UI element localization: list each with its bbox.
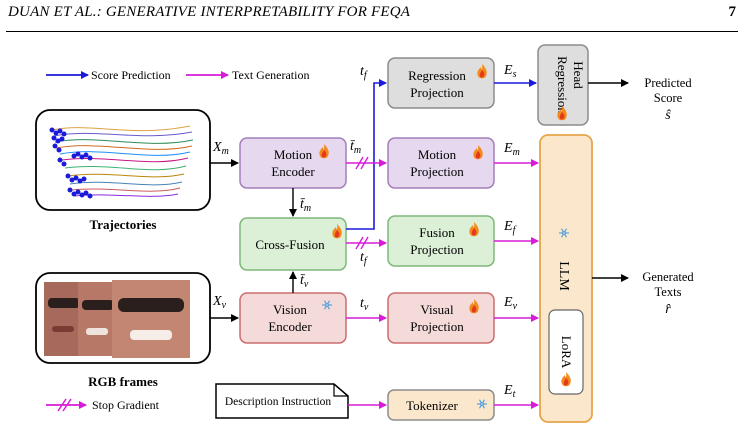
generated-texts-line2: Texts [655,285,682,299]
page-number: 7 [728,4,737,20]
rgb-frames-input: RGB frames [35,272,211,389]
llm-block: LLM LoRA [539,134,593,423]
ev-label: Ev [503,295,518,312]
legend: Score Prediction Text Generation Stop Gr… [46,68,309,412]
rgb-frames-label: RGB frames [88,374,158,389]
trajectories-input: Trajectories [35,109,211,232]
motion-projection-line2: Projection [410,164,464,179]
face-frame-3 [112,280,190,358]
visual-projection-line2: Projection [410,319,464,334]
fusion-projection-line2: Projection [410,242,464,257]
regression-head: Regression Head [537,44,589,126]
generated-texts-output: Generated Texts r̂ [642,270,694,317]
xv-label: Xv [212,294,227,311]
vision-encoder-line1: Vision [273,302,307,317]
visual-projection: Visual Projection [387,292,495,344]
regression-projection-line2: Projection [410,85,464,100]
fusion-projection-line1: Fusion [419,225,455,240]
vision-encoder-line2: Encoder [268,319,312,334]
instruction-label: Description Instruction [225,396,332,408]
cross-fusion: Cross-Fusion [239,217,347,271]
regression-head-line2: Head [571,61,586,89]
header-rule [6,31,738,32]
legend-text-label: Text Generation [232,68,309,82]
et-label: Et [503,383,516,400]
predicted-score-line1: Predicted [644,76,692,90]
visual-projection-line1: Visual [420,302,454,317]
tf-score-arrow [346,79,387,230]
running-title: DUAN ET AL.: GENERATIVE INTERPRETABILITY… [8,4,411,20]
ef-label: Ef [503,219,517,236]
motion-encoder-line2: Encoder [271,164,315,179]
motion-projection: Motion Projection [387,137,495,189]
tm-bar-down-label: t̄m [300,197,312,214]
description-instruction: Description Instruction [215,383,349,419]
trajectory-points [49,127,93,199]
legend-stop-label: Stop Gradient [92,398,160,412]
page-header: DUAN ET AL.: GENERATIVE INTERPRETABILITY… [0,0,744,40]
tv-label: tv [360,296,369,313]
tf-top-label: tf [360,64,368,81]
tv-bar-label: t̄v [300,273,309,290]
instruction-document-shape [215,383,349,419]
llm-label: LLM [556,261,571,291]
motion-projection-line1: Motion [418,147,457,162]
regression-projection: Regression Projection [387,57,495,109]
regression-head-line1: Regression [555,56,570,114]
cross-fusion-label: Cross-Fusion [255,237,325,252]
es-label: Es [503,63,517,80]
face-frame-1 [44,282,84,356]
tm-bar-label: t̄m [350,139,362,156]
predicted-score-output: Predicted Score ŝ [644,76,692,123]
motion-encoder: Motion Encoder [239,137,347,189]
em-label: Em [503,141,520,158]
tokenizer: Tokenizer [387,389,495,421]
stop-gradient-icon [57,398,72,412]
connections [210,79,629,409]
regression-projection-line1: Regression [408,68,466,83]
tokenizer-label: Tokenizer [406,398,458,413]
trajectories-label: Trajectories [90,217,157,232]
text-symbol: r̂ [665,302,671,317]
predicted-score-line2: Score [654,91,683,105]
legend-score-label: Score Prediction [91,68,171,82]
vision-encoder: Vision Encoder [239,292,347,344]
xm-label: Xm [212,140,229,157]
stop-gradient-mark [355,236,369,250]
lora-label: LoRA [559,336,574,369]
stop-gradient-mark [355,156,369,170]
tf-bottom-label: tf [360,250,368,267]
generated-texts-line1: Generated [642,270,694,284]
motion-encoder-line1: Motion [274,147,313,162]
math-labels: Xm Xv tf t̄m t̄m t̄v tf tv Es Em Ef Ev E… [212,63,520,400]
face-frame-2 [78,282,118,356]
fusion-projection: Fusion Projection [387,215,495,267]
trajectory-lines [51,125,194,197]
lora-block [548,309,584,395]
score-symbol: ŝ [665,108,671,123]
